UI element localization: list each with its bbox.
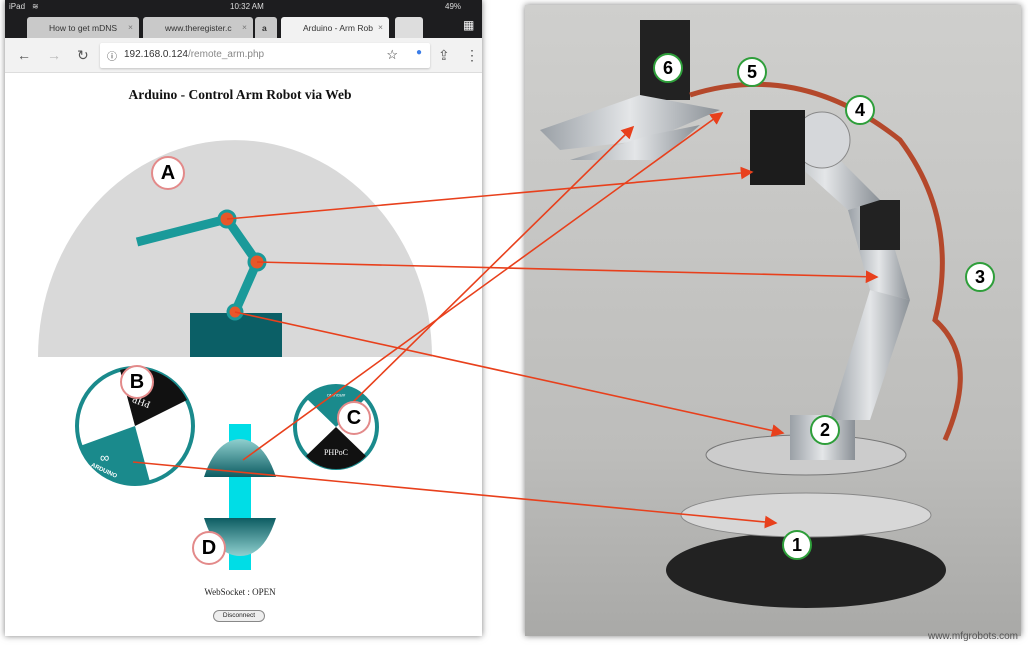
arrow-joint-4 [226,166,754,220]
robot-arm-illustration [540,20,963,608]
robot-label-3: 3 [965,262,995,292]
callout-b: B [120,365,154,399]
address-bar[interactable]: ⓘ 192.168.0.124/remote_arm.php ☆ ● [100,43,430,68]
menu-icon[interactable]: ⋮ [465,47,479,63]
arrow-joint-2 [234,311,785,437]
tab-strip: How to get mDNS × www.theregister.c × a Ar… [5,13,482,38]
microphone-icon[interactable]: ● [415,47,422,58]
wifi-icon: ≋ [32,2,39,11]
url-path: /remote_arm.php [187,49,265,60]
battery-level: 49% [445,2,462,11]
robot-label-4: 4 [845,95,875,125]
tab-arduino[interactable]: Arduino - Arm Rob × [281,17,389,38]
callout-a: A [151,156,185,190]
arm-control-area[interactable] [38,140,432,357]
watermark: www.mfgrobots.com [927,631,1018,642]
phpoc-logo-text: PHPoC [324,448,348,457]
arduino-logo-text: ARDUINO [327,393,345,398]
close-icon[interactable]: × [242,22,247,32]
browser-toolbar: ← → ↻ ⓘ 192.168.0.124/remote_arm.php ☆ ●… [5,38,482,73]
arduino-logo-icon: ∞ [100,450,109,465]
websocket-status: WebSocket : OPEN [204,587,276,597]
share-icon[interactable]: ⇪ [438,47,450,63]
callout-d: D [192,531,226,565]
arrow-gripper-6 [242,112,724,461]
tab-label: www.theregister.c [165,23,232,33]
url-host: 192.168.0.124 [124,49,188,60]
arrow-base-1 [132,461,778,529]
bookmark-star-icon[interactable]: ☆ [386,47,398,62]
robot-label-1: 1 [782,530,812,560]
forward-icon[interactable]: → [47,47,61,63]
disconnect-button[interactable]: Disconnect [213,610,265,622]
tab-label: a [262,23,267,33]
callout-c: C [337,401,371,435]
status-bar: iPad ≋ 10:32 AM 49% [5,0,482,13]
tab-theregister[interactable]: www.theregister.c × [143,17,253,38]
close-icon[interactable]: × [378,22,383,32]
tab-label: How to get mDNS [49,23,118,33]
annotation-arrows [132,112,879,529]
info-icon: ⓘ [107,52,117,63]
tab-switcher-icon[interactable]: ▦ [463,18,475,32]
robot-label-6: 6 [653,53,683,83]
robot-label-5: 5 [737,57,767,87]
arrow-wrist-5 [349,125,635,406]
new-tab-button[interactable] [395,17,423,38]
back-icon[interactable]: ← [17,47,31,63]
robot-label-2: 2 [810,415,840,445]
reload-icon[interactable]: ↻ [77,47,89,63]
tab-amazon[interactable]: a [255,17,277,38]
tab-mdns[interactable]: How to get mDNS × [27,17,139,38]
device-name: iPad [9,2,26,11]
page-title: Arduino - Control Arm Robot via Web [128,87,352,102]
clock: 10:32 AM [230,2,264,11]
tab-label: Arduino - Arm Rob [303,23,373,33]
arm-segments[interactable] [135,213,263,314]
close-icon[interactable]: × [128,22,133,32]
arrow-joint-3 [256,261,879,284]
